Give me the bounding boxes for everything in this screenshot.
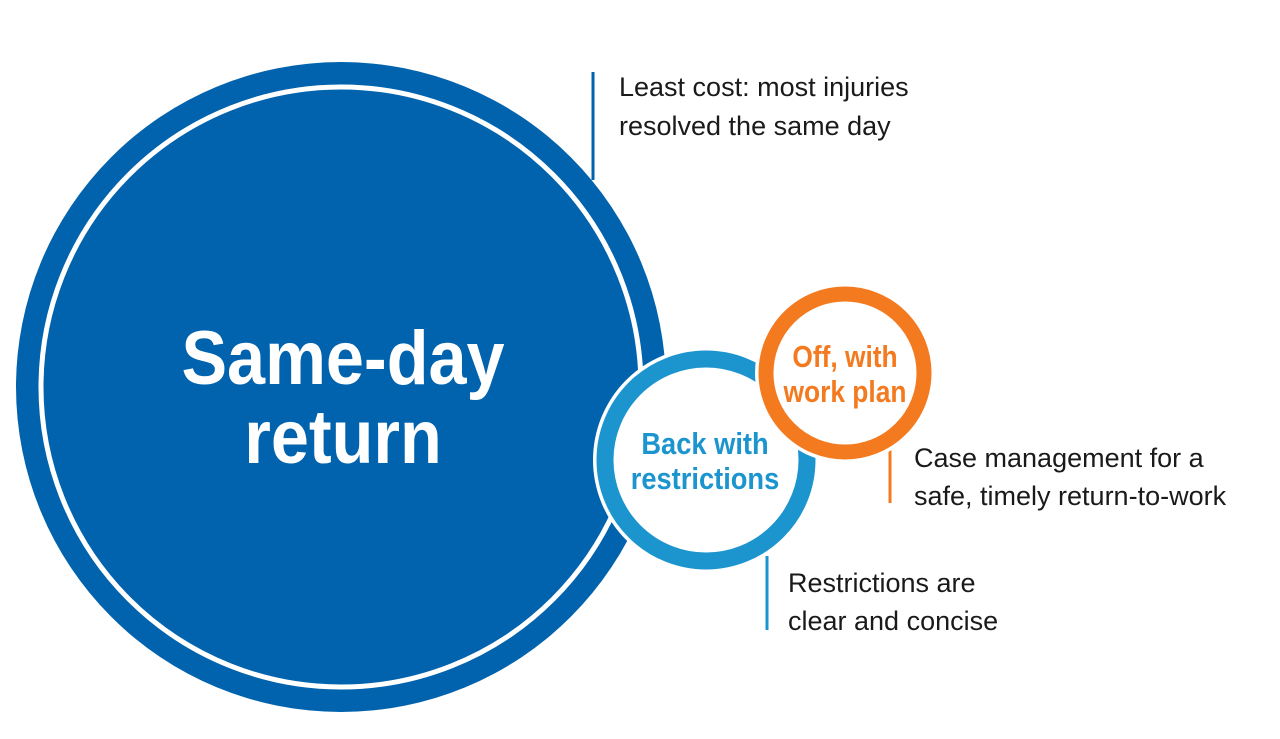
- least-cost-callout-line1: Least cost: most injuries: [619, 72, 909, 102]
- off-with-work-plan-circle: Off, with work plan: [755, 283, 935, 463]
- case-management-callout: Case management for a safe, timely retur…: [914, 443, 1227, 511]
- back-with-restrictions-line1: Back with: [641, 427, 768, 461]
- least-cost-callout-line2: resolved the same day: [619, 111, 891, 141]
- restrictions-clear-callout-line1: Restrictions are: [788, 568, 976, 598]
- case-management-callout-line1: Case management for a: [914, 443, 1205, 473]
- restrictions-clear-callout-line2: clear and concise: [788, 606, 998, 636]
- same-day-return-title-line2: return: [244, 396, 442, 480]
- back-with-restrictions-circle: Back with restrictions: [593, 347, 819, 573]
- same-day-return-circle: Same-day return: [16, 62, 666, 712]
- off-with-work-plan-line2: work plan: [783, 375, 907, 409]
- off-with-work-plan-line1: Off, with: [792, 340, 897, 374]
- least-cost-callout: Least cost: most injuries resolved the s…: [619, 72, 909, 141]
- restrictions-clear-callout: Restrictions are clear and concise: [788, 568, 998, 636]
- back-with-restrictions-line2: restrictions: [631, 462, 780, 496]
- same-day-return-title-line1: Same-day: [181, 317, 504, 401]
- case-management-callout-line2: safe, timely return-to-work: [914, 481, 1227, 511]
